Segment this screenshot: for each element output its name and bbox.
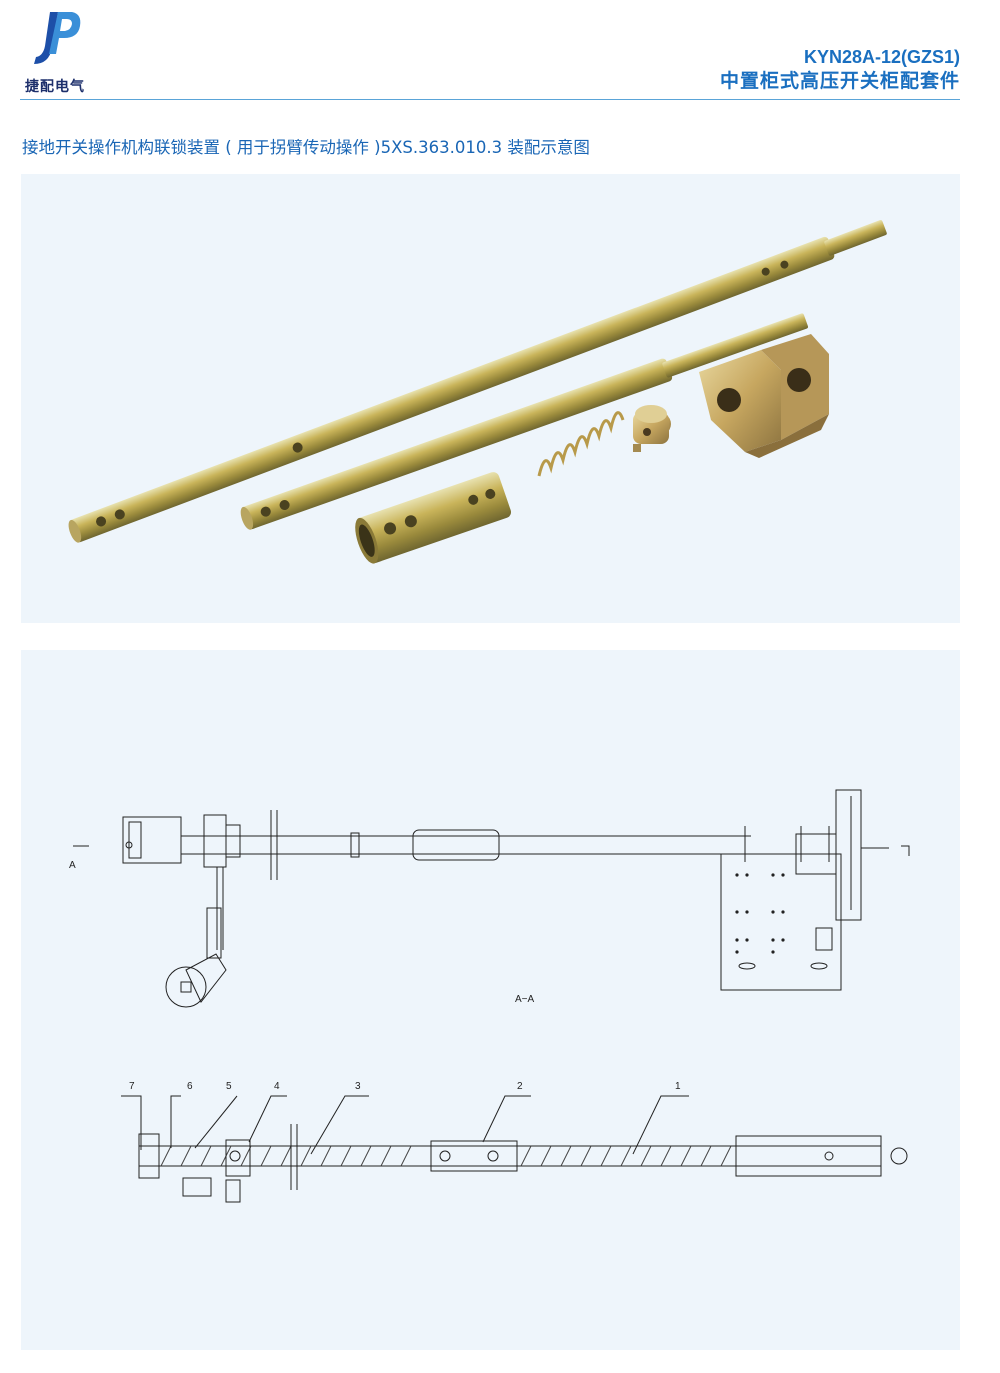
assembly-drawing: A A−A (21, 650, 960, 1350)
part-number-4: 4 (274, 1081, 280, 1092)
header-divider (20, 99, 960, 100)
product-photo (21, 174, 960, 623)
part-number-1: 1 (675, 1081, 681, 1092)
collar-pin (633, 405, 671, 452)
product-subtitle: 中置柜式高压开关柜配套件 (719, 70, 960, 92)
company-logo: 捷配电气 (20, 8, 90, 95)
header-title-block: KYN28A-12(GZS1) 中置柜式高压开关柜配套件 (720, 46, 960, 94)
sleeve-tube (355, 472, 512, 564)
part-number-3: 3 (355, 1081, 361, 1092)
long-shaft (68, 220, 887, 543)
part-number-5: 5 (226, 1081, 232, 1092)
compression-spring (537, 411, 625, 477)
part-number-2: 2 (517, 1081, 523, 1092)
section-marker-label: A (69, 860, 76, 871)
figure-caption: 接地开关操作机构联锁装置 ( 用于拐臂传动操作 )5XS.363.010.3 装… (22, 138, 590, 157)
jp-logo-icon (34, 12, 81, 64)
middle-shaft (240, 313, 808, 530)
part-number-6: 6 (187, 1081, 193, 1092)
brand-name: 捷配电气 (25, 79, 85, 95)
part-number-7: 7 (129, 1081, 135, 1092)
top-view (73, 789, 910, 1008)
section-view (121, 1095, 908, 1203)
model-number: KYN28A-12(GZS1) (803, 47, 960, 67)
mounting-bracket (699, 334, 829, 458)
section-title-label: A−A (515, 994, 535, 1005)
